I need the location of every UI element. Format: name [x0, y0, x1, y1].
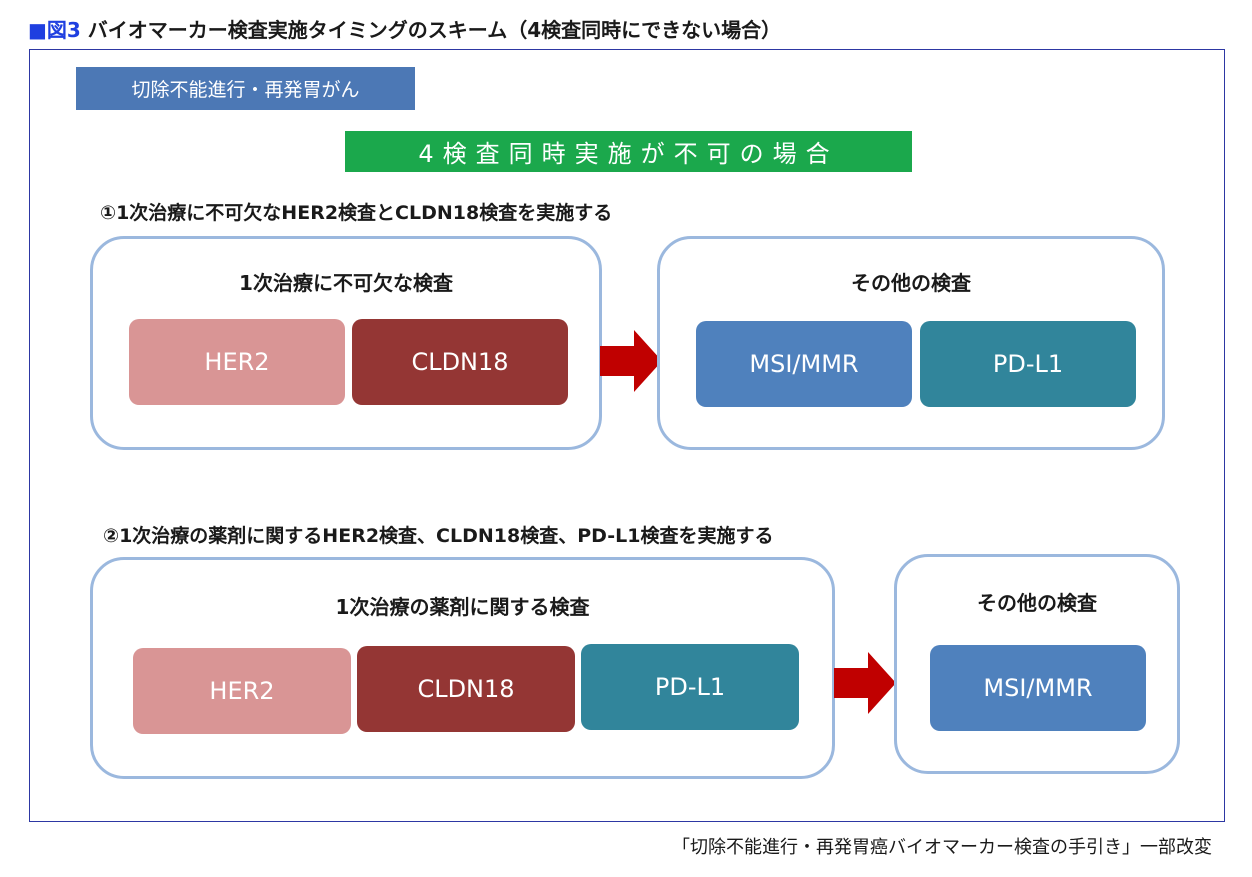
diagram-frame — [29, 49, 1225, 822]
scenario1-other-box: その他の検査 MSI/MMR PD-L1 — [657, 236, 1165, 450]
scenario2-heading: ②1次治療の薬剤に関するHER2検査、CLDN18検査、PD-L1検査を実施する — [103, 525, 774, 547]
test-pdl1: PD-L1 — [581, 644, 799, 730]
test-pdl1: PD-L1 — [920, 321, 1136, 407]
disease-tag: 切除不能進行・再発胃がん — [76, 67, 415, 110]
figure-title: ■図3 バイオマーカー検査実施タイミングのスキーム（4検査同時にできない場合） — [28, 14, 781, 43]
test-cldn18: CLDN18 — [357, 646, 575, 732]
scenario2-arrow-icon — [834, 652, 896, 714]
scenario2-other-title: その他の検査 — [977, 591, 1097, 615]
scenario1-heading: ①1次治療に不可欠なHER2検査とCLDN18検査を実施する — [100, 202, 613, 224]
scenario1-other-title: その他の検査 — [851, 271, 971, 295]
scenario1-essential-box: 1次治療に不可欠な検査 HER2 CLDN18 — [90, 236, 602, 450]
test-her2: HER2 — [133, 648, 351, 734]
source-note: 「切除不能進行・再発胃癌バイオマーカー検査の手引き」一部改変 — [672, 837, 1212, 858]
test-cldn18: CLDN18 — [352, 319, 568, 405]
test-msi-mmr: MSI/MMR — [696, 321, 912, 407]
test-her2: HER2 — [129, 319, 345, 405]
figure-square-icon: ■ — [28, 18, 47, 42]
scenario2-other-box: その他の検査 MSI/MMR — [894, 554, 1180, 774]
condition-banner: 4検査同時実施が不可の場合 — [345, 131, 912, 172]
scenario2-drug-title: 1次治療の薬剤に関する検査 — [335, 595, 590, 619]
scenario1-essential-title: 1次治療に不可欠な検査 — [239, 271, 453, 295]
figure-label: 図3 — [46, 18, 81, 42]
test-msi-mmr: MSI/MMR — [930, 645, 1146, 731]
scenario2-drug-box: 1次治療の薬剤に関する検査 HER2 CLDN18 PD-L1 — [90, 557, 835, 779]
scenario1-arrow-icon — [600, 330, 662, 392]
figure-title-text: バイオマーカー検査実施タイミングのスキーム（4検査同時にできない場合） — [87, 18, 782, 42]
